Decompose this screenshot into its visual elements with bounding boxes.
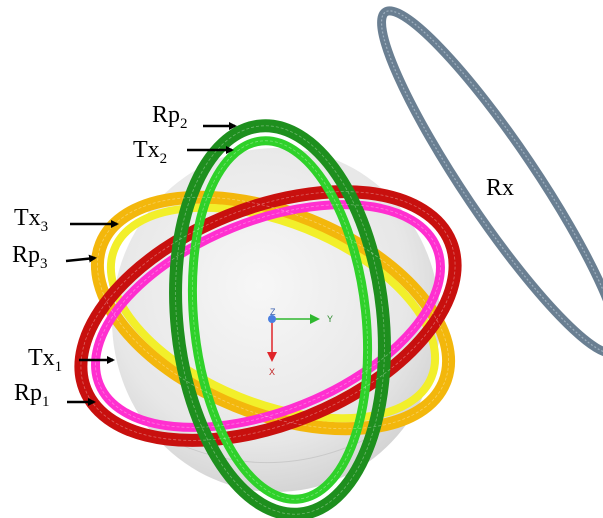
tx3-coil <box>106 203 440 423</box>
axis-label-z: Z <box>270 307 276 317</box>
coils-back <box>74 119 462 518</box>
rp3-arrow <box>65 254 97 263</box>
rx-label: Rx <box>486 175 514 201</box>
label-tx2: Tx2 <box>133 137 234 167</box>
svg-text:Tx1: Tx1 <box>28 345 62 375</box>
tx3-label: Tx <box>14 205 41 231</box>
svg-text:Rp3: Rp3 <box>12 242 48 272</box>
tx2-label: Tx <box>133 137 160 163</box>
axis-label-y: Y <box>327 314 333 324</box>
rp1-coil <box>74 185 462 447</box>
rx-coil-wire <box>380 10 603 354</box>
y-axis-arrow <box>310 314 320 324</box>
coil-windings <box>80 125 456 515</box>
rp2-label: Rp <box>152 102 180 128</box>
tx1-coil <box>91 200 445 432</box>
label-rp2: Rp2 <box>152 102 237 132</box>
label-rp1: Rp1 <box>14 380 96 410</box>
rp3-label: Rp <box>12 242 40 268</box>
label-tx3: Tx3 <box>14 205 119 235</box>
tx1-subscript: 1 <box>55 359 63 375</box>
z-axis-dot <box>268 315 276 323</box>
svg-text:Tx3: Tx3 <box>14 205 48 235</box>
rp3-coil <box>90 190 456 436</box>
rp1-subscript: 1 <box>42 394 50 410</box>
svg-text:Tx2: Tx2 <box>133 137 167 167</box>
rp1-label: Rp <box>14 380 42 406</box>
svg-text:Rp2: Rp2 <box>152 102 188 132</box>
axes-triad: Z Y X <box>267 307 333 377</box>
tx2-subscript: 2 <box>160 151 168 167</box>
svg-text:Rp1: Rp1 <box>14 380 50 410</box>
axis-label-x: X <box>269 367 275 377</box>
rp3-subscript: 3 <box>40 256 48 272</box>
x-axis-arrow <box>267 352 277 362</box>
rx-coil <box>377 6 603 358</box>
tx3-subscript: 3 <box>41 219 49 235</box>
tx1-label: Tx <box>28 345 55 371</box>
rp2-subscript: 2 <box>180 116 188 132</box>
rp2-coil <box>169 119 391 518</box>
label-tx1: Tx1 <box>28 345 115 375</box>
tx2-coil <box>187 136 373 504</box>
label-rp3: Rp3 <box>12 242 97 272</box>
